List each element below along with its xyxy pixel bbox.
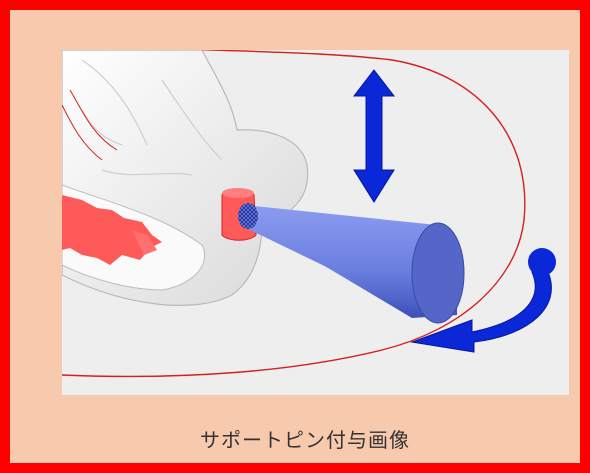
dental-model: [62, 50, 308, 305]
3d-viewport: [62, 50, 569, 395]
vertical-move-arrow-icon[interactable]: [354, 70, 394, 202]
figure-caption: サポートピン付与画像: [10, 424, 590, 453]
support-pin-cone: [238, 203, 464, 323]
